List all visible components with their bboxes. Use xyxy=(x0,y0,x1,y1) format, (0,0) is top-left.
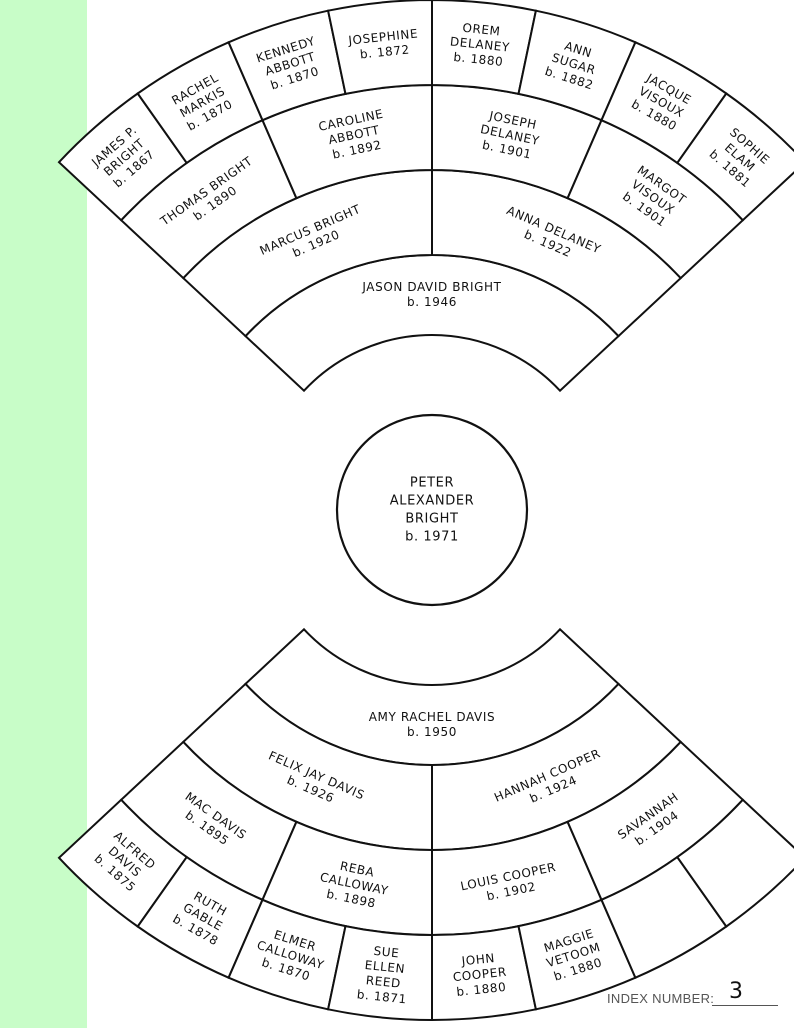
maternal-gen4-cell-3-outline xyxy=(227,898,347,1011)
maternal-gen4-cell-4-outline xyxy=(326,924,433,1022)
root-person-name-line-2: ALEXANDER xyxy=(390,494,475,509)
paternal-gen4-person-5-name-line-1: OREM xyxy=(462,21,501,39)
maternal-gen1-person-1-name-line-1: AMY RACHEL DAVIS xyxy=(369,710,495,724)
maternal-gen4-cell-8-outline xyxy=(675,798,794,928)
paternal-gen1-person-1-name-line-1: JASON DAVID BRIGHT xyxy=(361,280,501,294)
paternal-gen4-cell-8-outline xyxy=(675,92,794,222)
root-person-name-line-3: BRIGHT xyxy=(405,512,458,527)
paternal-gen4-person-5-name-line-2: DELANEY xyxy=(449,34,510,54)
maternal-gen4-cell-6-outline xyxy=(517,898,637,1011)
maternal-gen4-person-4-name-line-2: ELLEN xyxy=(364,958,406,976)
maternal-gen4-person-5-name-line-1: JOHN xyxy=(460,951,496,968)
root-circle-outline xyxy=(335,413,529,607)
maternal-gen4-person-4-name-line-1: SUE xyxy=(373,944,400,961)
root-person-name-line-1: PETER xyxy=(410,476,454,491)
paternal-gen4-person-4-birth-year: b. 1872 xyxy=(359,42,410,61)
maternal-gen4-person-5-birth-year: b. 1880 xyxy=(456,980,507,999)
maternal-gen4-cell-5-outline xyxy=(431,924,538,1022)
maternal-gen4-person-7-cell xyxy=(600,855,728,980)
paternal-gen1-person-1-birth-year: b. 1946 xyxy=(407,295,457,309)
root-person-birth-year: b. 1971 xyxy=(405,530,459,545)
index-number-label: INDEX NUMBER: xyxy=(607,991,715,1006)
maternal-gen4-cell-7-outline xyxy=(600,855,728,980)
index-number-value: 3 xyxy=(729,979,743,1004)
root-person-circle: PETER ALEXANDER BRIGHT b. 1971 xyxy=(335,413,529,607)
maternal-gen4-cell-2-outline xyxy=(136,855,264,980)
maternal-gen1-person-1-birth-year: b. 1950 xyxy=(407,725,457,739)
index-number-underline xyxy=(712,1005,778,1006)
paternal-gen4-person-5-birth-year: b. 1880 xyxy=(453,50,504,69)
maternal-gen4-person-4-name-line-3: REED xyxy=(365,973,401,991)
maternal-gen4-person-4-birth-year: b. 1871 xyxy=(356,987,407,1006)
maternal-gen4-person-5-name-line-2: COOPER xyxy=(452,965,507,984)
maternal-gen4-cell-1-outline xyxy=(57,798,189,928)
maternal-gen4-person-8-cell xyxy=(675,798,794,928)
maternal-gen3-person-2-name-line-1: REBA xyxy=(339,859,376,880)
